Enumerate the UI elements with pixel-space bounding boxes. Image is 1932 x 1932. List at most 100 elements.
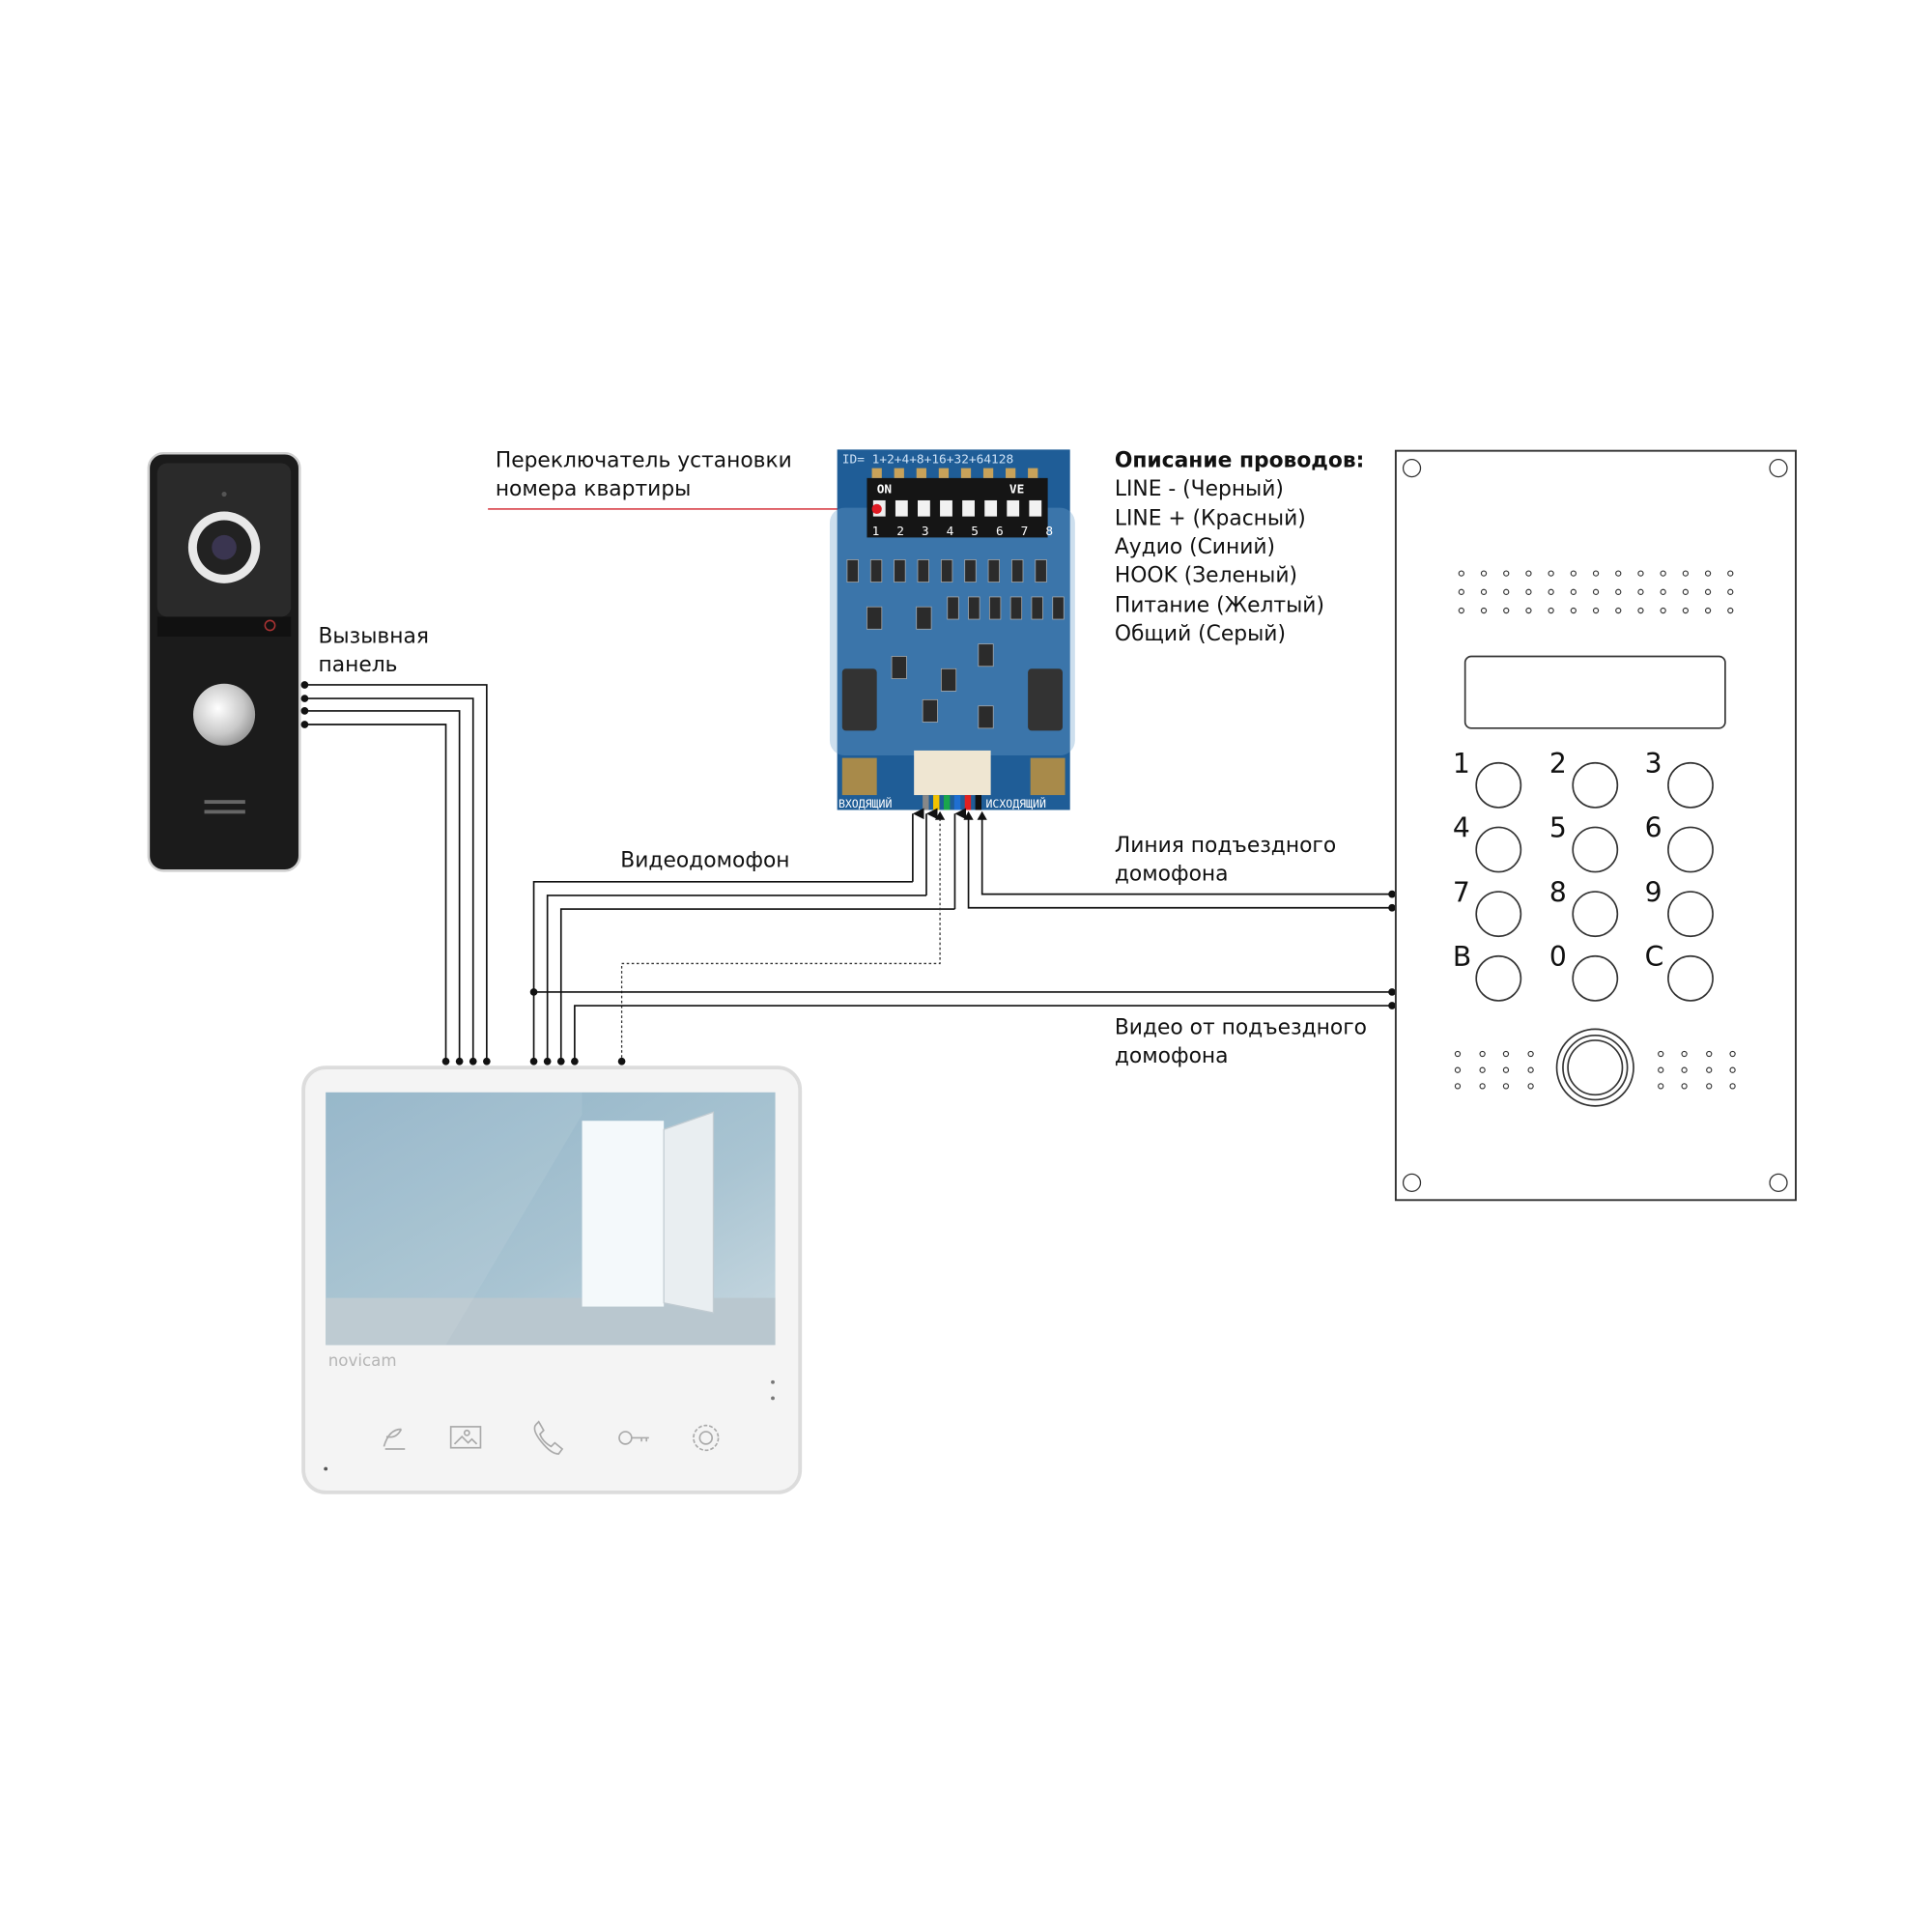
keypad-key-label: 3 xyxy=(1645,748,1662,780)
mic-hole xyxy=(1729,1066,1736,1073)
mic-hole xyxy=(1502,1050,1510,1058)
legend-item: Общий (Серый) xyxy=(1115,622,1286,646)
mic-hole xyxy=(1681,1083,1688,1090)
dip-toggle xyxy=(962,499,975,517)
dip-toggle xyxy=(940,499,952,517)
keypad-key-7: 7 xyxy=(1453,876,1522,938)
mic-hole xyxy=(1706,1083,1713,1090)
wire-color-swatch xyxy=(923,795,929,810)
intercom-icon[interactable] xyxy=(383,1428,406,1450)
pcb-id-row: ID= 1+2+4+8+16+32+64128 xyxy=(842,452,1013,467)
videophone-label: Видеодомофон xyxy=(620,848,789,872)
door-panel-label-2: панель xyxy=(318,653,397,677)
wire-color-swatch xyxy=(964,795,972,810)
mic-hole xyxy=(1681,1050,1688,1058)
selected-switch-marker xyxy=(871,503,882,515)
mic-hole xyxy=(1479,1050,1486,1058)
mic-hole xyxy=(1502,1083,1510,1090)
entrance-video-label-2: домофона xyxy=(1115,1044,1229,1068)
mic-hole xyxy=(1706,1066,1713,1073)
legend-item: Питание (Желтый) xyxy=(1115,593,1324,617)
keypad-key-8: 8 xyxy=(1549,876,1619,938)
speaker-grille-icon xyxy=(1458,570,1734,614)
legend-item: LINE - (Черный) xyxy=(1115,477,1284,501)
phone-icon[interactable] xyxy=(533,1420,564,1455)
video-monitor: novicam xyxy=(301,1065,803,1494)
keypad-key-3: 3 xyxy=(1645,748,1714,809)
keypad-key-4: 4 xyxy=(1453,812,1522,873)
wire-color-swatch xyxy=(953,795,961,810)
mic-hole xyxy=(1527,1066,1534,1073)
pcb-in-label: ВХОДЯЩИЙ xyxy=(838,796,893,810)
mic-hole xyxy=(1729,1050,1736,1058)
legend-item: HOOK (Зеленый) xyxy=(1115,564,1297,588)
pcb-out-label: ИСХОДЯЩИЙ xyxy=(986,796,1046,810)
switch-label-2: номера квартиры xyxy=(496,477,692,501)
speaker-grille-icon xyxy=(204,800,245,805)
legend-item: LINE + (Красный) xyxy=(1115,507,1306,531)
dip-numbers: 1 2 3 4 5 6 7 8 xyxy=(872,525,1059,539)
door-call-panel xyxy=(147,451,301,872)
keypad-key-2: 2 xyxy=(1549,748,1619,809)
keypad-key-label: 8 xyxy=(1549,876,1567,908)
dip-toggle xyxy=(1007,499,1020,517)
entrance-line-label-2: домофона xyxy=(1115,863,1229,887)
keypad-key-B: B xyxy=(1453,941,1522,1002)
brand-logo: novicam xyxy=(328,1351,397,1370)
legend-title: Описание проводов: xyxy=(1115,448,1365,472)
mic-hole xyxy=(1479,1066,1486,1073)
mic-hole xyxy=(1502,1066,1510,1073)
mic-hole xyxy=(1658,1050,1664,1058)
mic-hole xyxy=(1681,1066,1688,1073)
entrance-line-label: Линия подъездного xyxy=(1115,834,1336,858)
keypad-key-0: 0 xyxy=(1549,941,1619,1002)
entrance-video-label: Видео от подъездного xyxy=(1115,1016,1367,1040)
wire-legend: Описание проводов: LINE - (Черный) LINE … xyxy=(1115,448,1365,645)
door-panel-label: Вызывная xyxy=(318,624,428,648)
dip-ve-label: VE xyxy=(1009,482,1024,497)
keypad-key-label: 9 xyxy=(1645,876,1662,908)
door-panel-wires xyxy=(300,681,491,1065)
panel-display xyxy=(1463,655,1726,729)
keypad-key-label: 1 xyxy=(1453,748,1470,780)
open-door-image xyxy=(582,1121,665,1307)
keypad-key-label: 4 xyxy=(1453,812,1470,844)
keypad-key-label: 0 xyxy=(1549,941,1567,973)
keypad-key-label: 6 xyxy=(1645,812,1662,844)
mic-hole xyxy=(1479,1083,1486,1090)
keypad-key-5: 5 xyxy=(1549,812,1619,873)
switch-label: Переключатель установки xyxy=(496,448,792,472)
legend-item: Аудио (Синий) xyxy=(1115,535,1275,559)
dip-on-label: ON xyxy=(877,482,892,497)
wire-color-swatch xyxy=(933,795,940,810)
dip-toggle xyxy=(984,499,998,517)
mic-hole xyxy=(1454,1083,1462,1090)
mic-hole xyxy=(1527,1083,1534,1090)
dip-toggle xyxy=(1029,499,1042,517)
mic-hole xyxy=(1729,1083,1736,1090)
dip-toggle xyxy=(918,499,930,517)
key-icon[interactable] xyxy=(618,1431,649,1445)
keypad-key-9: 9 xyxy=(1645,876,1714,938)
intercom-adapter-pcb: ID= 1+2+4+8+16+32+64128 ON VE 1 2 3 4 5 … xyxy=(829,449,1075,810)
mic-hole xyxy=(1658,1083,1664,1090)
wire-color-swatch xyxy=(943,795,951,810)
mic-hole xyxy=(1706,1050,1713,1058)
settings-icon[interactable] xyxy=(693,1424,720,1452)
mic-hole xyxy=(1454,1066,1462,1073)
wire-connector xyxy=(914,750,991,796)
wire-color-swatch xyxy=(975,795,982,810)
gallery-icon[interactable] xyxy=(449,1426,482,1449)
mic-hole xyxy=(1527,1050,1534,1058)
keypad-key-6: 6 xyxy=(1645,812,1714,873)
mic-hole xyxy=(1658,1066,1664,1073)
keypad-key-label: 5 xyxy=(1549,812,1567,844)
keypad-key-label: 7 xyxy=(1453,876,1470,908)
keypad-key-label: C xyxy=(1645,941,1664,973)
call-button-icon xyxy=(1555,1028,1634,1107)
adapter-wires xyxy=(529,808,1396,1065)
keypad-key-1: 1 xyxy=(1453,748,1522,809)
keypad-key-label: 2 xyxy=(1549,748,1567,780)
